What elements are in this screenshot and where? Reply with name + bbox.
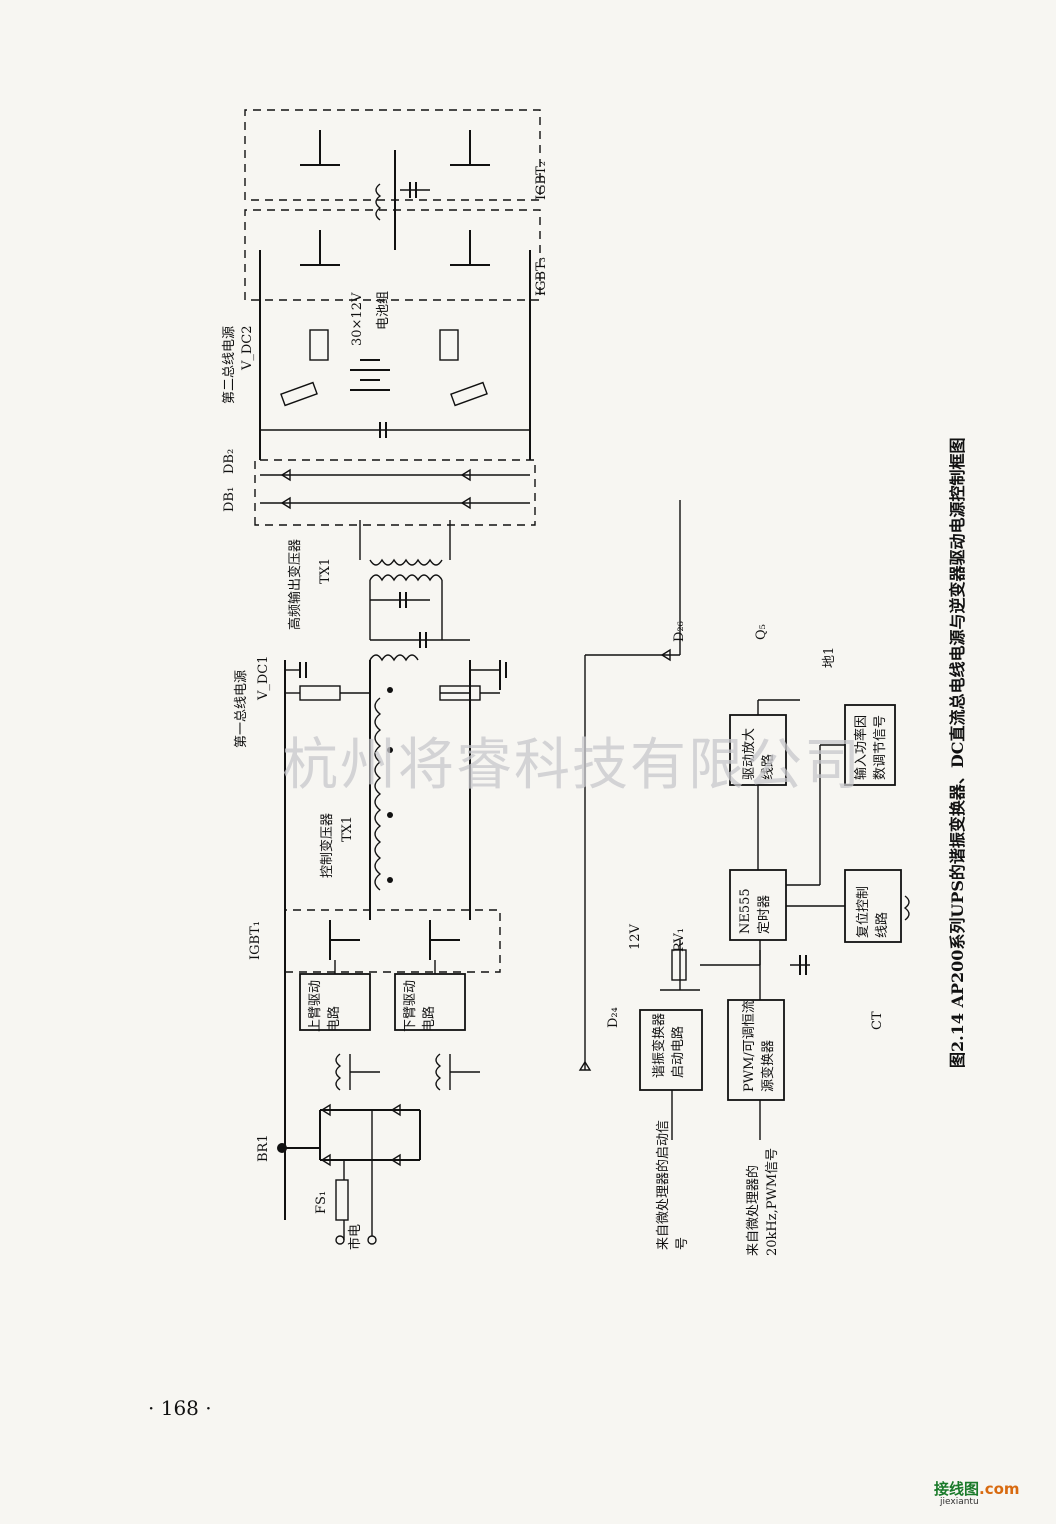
db1-label: DB₁ [222,486,237,512]
q1-transistor [300,230,340,266]
bridge-diode [390,1103,401,1117]
bridge-diode [390,1153,401,1167]
db2-label: DB₂ [222,448,237,474]
capacitor-c4 [260,422,530,438]
ne555-label: NE555定时器 [738,888,772,934]
igbt2-box [244,109,541,201]
vdc1-label: V_DC1 [256,655,271,700]
site-logo: 接线图.com [934,1478,1020,1499]
battery-bank [350,359,390,391]
resistor-r1 [299,685,341,701]
from-mcu-pwm-label: 来自微处理器的20kHz,PWM信号 [746,1147,780,1256]
db-bridge-box [254,459,536,526]
hf-xfmr-label: 高频输出变压器 [288,538,303,630]
tab4-block [309,329,329,361]
pwm-converter-block [727,999,785,1101]
lower-drive-block [394,973,466,1031]
capacitor-c3b [370,632,470,648]
q6-transistor [429,920,460,974]
load-lc [375,182,430,221]
pwm-converter-label: PWM/可调恒流源变换器 [742,1000,776,1092]
q7-transistor [329,920,360,974]
capacitor-c1 [285,662,307,678]
v12p-label: 12V [628,924,643,950]
ct-winding [903,895,910,921]
d26-label: D₂₆ [672,621,687,642]
upper-drive-label: 上臂驱动电路 [308,979,342,1032]
fs1-label: FS₁ [314,1190,329,1214]
inductor-l1 [369,654,419,662]
battery-label: 30×12V [350,292,365,346]
site-logo-text: 接线图 [934,1480,980,1498]
igbt1-box [284,909,501,973]
resonant-start-label: 谐振变换器启动电路 [652,1012,686,1078]
ct2-label: CT [870,1011,885,1030]
watermark: 杭州将睿科技有限公司 [282,733,862,798]
figure-caption: 图2.14 AP200系列UPS的谐振变换器、DC直流总电线电源与逆变器驱动电源… [948,437,967,1068]
igbt3-box [244,209,541,301]
d24-label: D₂₄ [606,1007,621,1028]
bridge-diode [320,1153,331,1167]
capacitor-c3a [370,592,430,608]
from-mcu-start-label: 来自微处理器的启动信号 [656,1119,690,1250]
hf-xfmr-id: TX1 [318,557,333,584]
q2-transistor [450,230,490,266]
tab3-block [439,329,459,361]
reset-label: 复位控制线路 [856,885,890,938]
bus2-label: 第二总线电源 [222,325,237,404]
bus1-label: 第一总线电源 [234,669,249,748]
gnd1-label: 地1 [822,646,837,668]
diode-d24 [578,1060,592,1071]
ctrl-xfmr-label: 控制变压器 [320,812,335,878]
rv1-label: RV₁ [672,928,687,952]
fuse-fs1 [335,1179,349,1221]
lower-drive-label: 下臂驱动电路 [403,979,437,1032]
page-number: · 168 · [148,1396,212,1420]
capacitor-c2 [470,662,507,678]
fuse-fs3 [450,381,488,407]
fuse-fs2 [280,381,318,407]
site-url: jiexiantu [940,1497,979,1507]
bridge-diode [320,1103,331,1117]
diode-d26 [660,648,671,662]
igbt3-label: IGBT₃ [534,257,549,296]
igbt2-label: IGBT₂ [534,161,549,200]
mains-input [277,1103,421,1245]
battery-group-label: 电池组 [376,290,391,330]
site-logo-suffix: .com [979,1480,1020,1498]
hf-output-transformer [359,520,451,640]
br1-label: BR1 [256,1134,271,1162]
q3-transistor [300,130,340,166]
vdc2-label: V_DC2 [240,325,255,370]
drive-transformers [335,1053,480,1091]
q5-label: Q₅ [754,624,769,640]
db-diodes [260,468,530,510]
q4-transistor [450,130,490,166]
resonant-start-block [639,1009,703,1091]
mains-label: 市电 [348,1223,363,1250]
igbt1-label: IGBT₁ [248,921,263,960]
ctrl-xfmr-id: TX1 [340,815,355,842]
rv1-resistor [671,949,687,981]
control-transformer-windings [374,687,393,891]
